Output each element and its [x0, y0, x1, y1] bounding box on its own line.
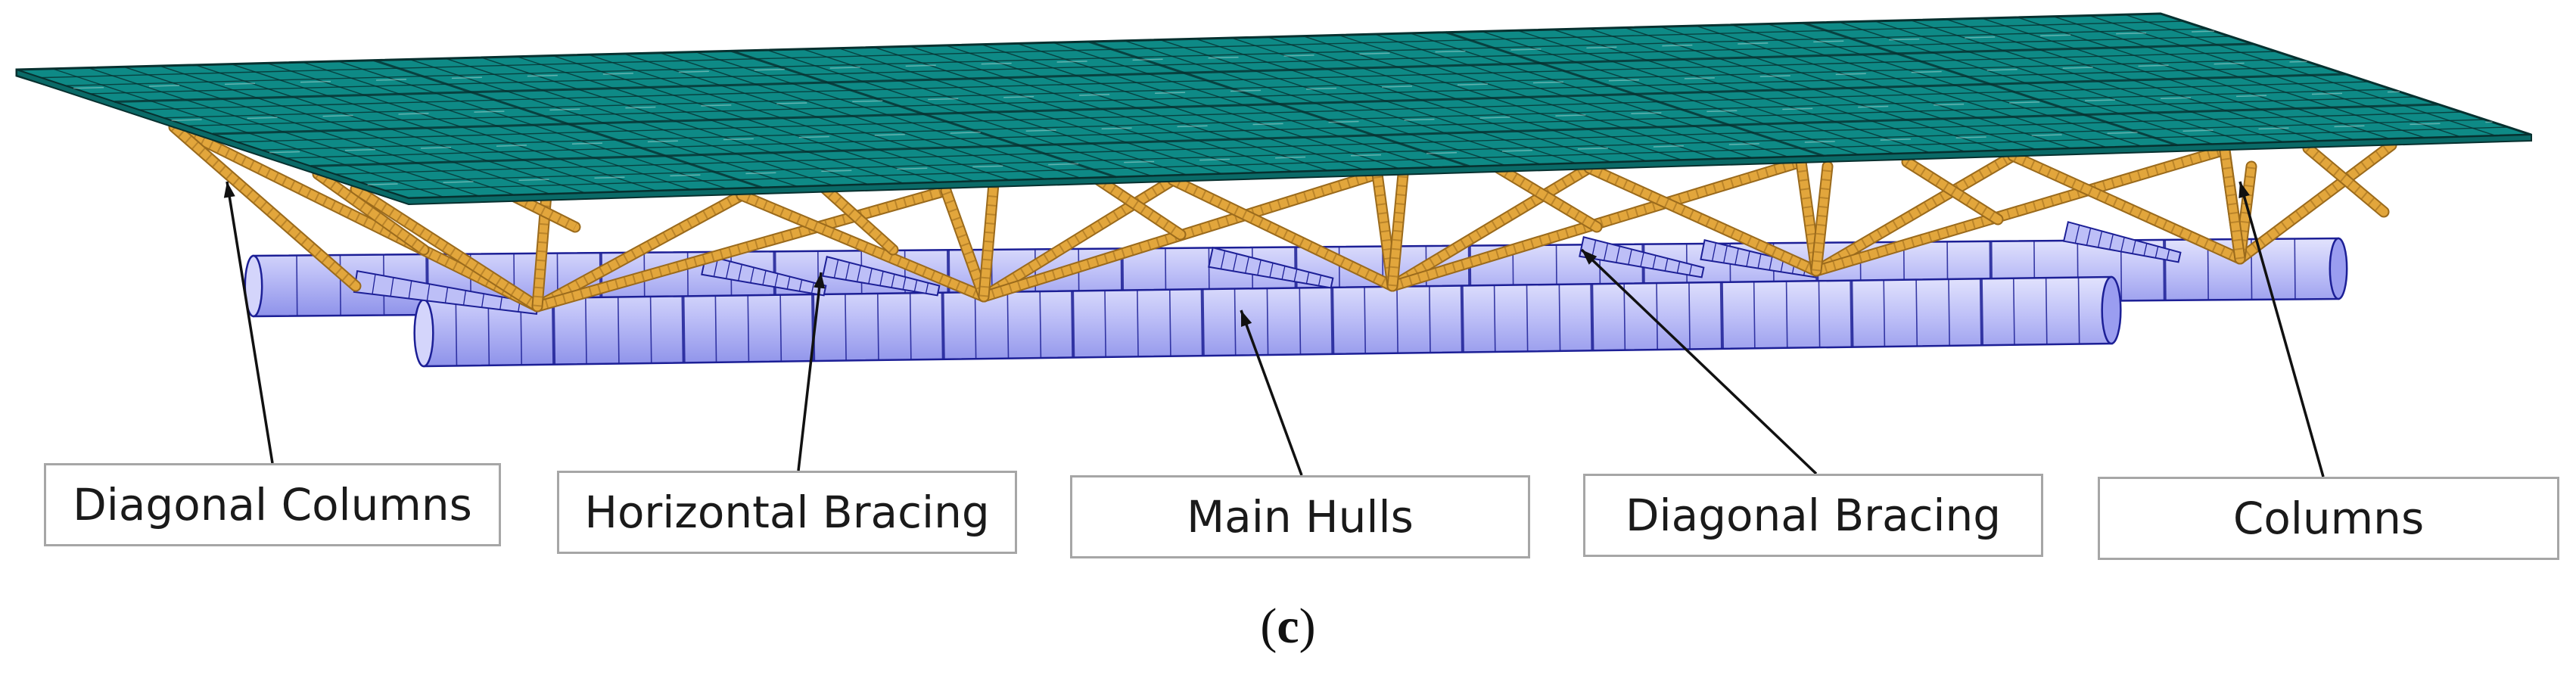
deck-mesh — [41, 14, 2509, 198]
diagonal-column — [176, 124, 543, 313]
columns-group — [168, 121, 2397, 313]
deck-edge — [16, 68, 2532, 206]
leader-main-hulls — [1240, 310, 1303, 476]
column — [811, 176, 899, 256]
diagonal-column — [736, 189, 990, 303]
h-brace — [1700, 239, 1818, 278]
diagonal-column — [531, 185, 952, 313]
leader-diagonal-bracing — [1580, 248, 1818, 475]
label-columns: Columns — [2098, 477, 2559, 560]
leader-diagonal-columns — [223, 181, 274, 464]
diagonal-column — [168, 121, 362, 292]
column — [312, 168, 430, 256]
diagonal-column — [1810, 150, 2019, 277]
diagonal-column — [1583, 162, 1822, 277]
leader-horizontal-bracing — [797, 272, 826, 471]
column — [1492, 162, 1603, 233]
diagonal-column — [1167, 174, 1398, 292]
diagonal-column — [2234, 139, 2397, 265]
label-diagonal-bracing: Diagonal Bracing — [1583, 474, 2043, 557]
column — [1386, 160, 1410, 292]
diagonal-column — [1810, 144, 2231, 277]
caption-letter: c — [1277, 599, 1299, 654]
diagonal-column — [1386, 162, 1595, 292]
front-hull — [413, 275, 2122, 368]
diagonal-column — [978, 174, 1179, 303]
h-brace — [822, 256, 941, 297]
column — [2219, 145, 2246, 265]
label-main-hulls: Main Hulls — [1070, 475, 1530, 558]
leader-columns — [2238, 181, 2325, 477]
figure-caption: (c) — [1260, 599, 1316, 654]
h-brace — [1208, 247, 1334, 289]
column — [2302, 142, 2390, 218]
horizontal-bracing-group — [353, 221, 2182, 316]
leader-lines-group — [223, 181, 2325, 477]
h-brace — [2062, 221, 2182, 263]
column — [1901, 156, 2004, 226]
diagonal-column — [350, 183, 543, 313]
label-horizontal-bracing: Horizontal Bracing — [557, 471, 1017, 554]
label-diagonal-columns: Diagonal Columns — [44, 463, 501, 546]
diagonal-column — [940, 185, 990, 303]
column — [1810, 160, 1834, 277]
deck-group — [15, 12, 2532, 206]
column — [978, 160, 1001, 303]
diagonal-column — [2007, 150, 2246, 265]
diagonal-column — [531, 189, 748, 313]
